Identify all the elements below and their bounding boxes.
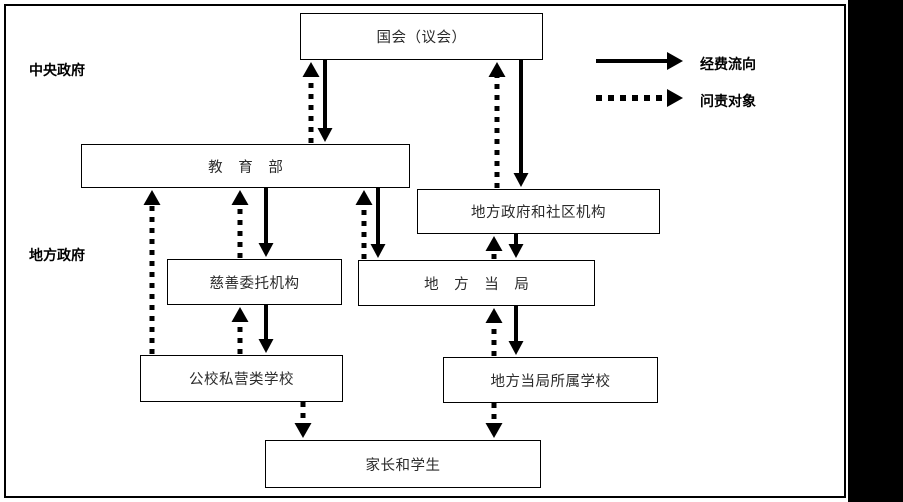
node-label: 家长和学生 <box>365 457 441 474</box>
node-laschools[interactable]: 地方当局所属学校 <box>443 357 658 403</box>
diagram-frame <box>4 4 846 498</box>
node-academies[interactable]: 公校私营类学校 <box>140 355 343 402</box>
node-label: 地方政府和社区机构 <box>471 205 606 221</box>
node-localgov[interactable]: 地方政府和社区机构 <box>417 189 660 234</box>
node-label: 慈善委托机构 <box>209 275 300 292</box>
legend-label-funding-flow: 经费流向 <box>700 57 756 73</box>
legend-label-accountability-to: 问责对象 <box>700 94 756 110</box>
node-parents[interactable]: 家长和学生 <box>265 440 541 488</box>
node-parliament[interactable]: 国会（议会） <box>300 13 543 60</box>
zone-label-central: 中央政府 <box>29 63 85 79</box>
node-label: 地方当局所属学校 <box>490 373 611 390</box>
node-label: 公校私营类学校 <box>189 372 294 388</box>
node-charity[interactable]: 慈善委托机构 <box>167 259 342 305</box>
node-label: 地 方 当 局 <box>424 276 535 293</box>
right-black-band <box>848 0 903 502</box>
node-dfe[interactable]: 教 育 部 <box>81 144 410 188</box>
node-label: 国会（议会） <box>376 30 467 46</box>
node-localauth[interactable]: 地 方 当 局 <box>358 260 595 306</box>
node-label: 教 育 部 <box>208 159 289 176</box>
zone-label-local: 地方政府 <box>29 248 85 264</box>
